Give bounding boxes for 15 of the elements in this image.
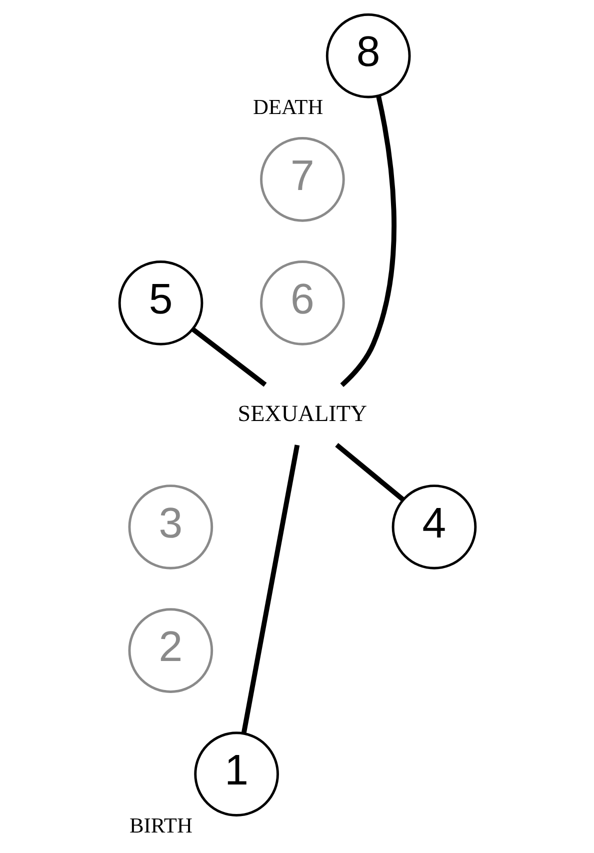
node-circle: 3 — [128, 484, 213, 570]
connector — [240, 444, 300, 734]
node-circle: 1 — [194, 732, 278, 816]
node-circle: 8 — [325, 13, 410, 98]
connector — [340, 95, 396, 388]
node-circle: 6 — [260, 260, 344, 346]
node-circle: 2 — [128, 608, 213, 693]
node-circle: 7 — [260, 136, 344, 222]
node-text: SEXUALITY — [237, 400, 367, 426]
connector — [334, 442, 404, 502]
node-label: DEATH — [252, 95, 323, 120]
node-circle: 5 — [118, 260, 203, 346]
node-label: BIRTH — [128, 813, 192, 838]
connector — [190, 327, 266, 387]
node-circle: 4 — [391, 484, 476, 570]
